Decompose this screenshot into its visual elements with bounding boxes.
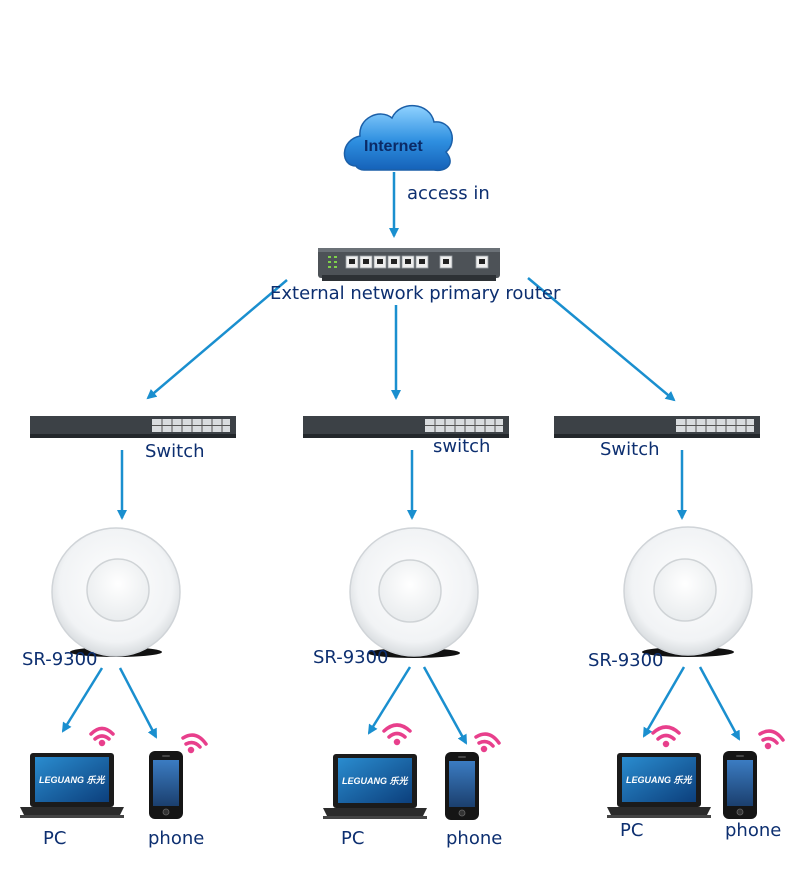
arrow-ap3-to-phone bbox=[698, 666, 741, 741]
pc-3-label: PC bbox=[620, 820, 644, 841]
pc-2-label: PC bbox=[341, 828, 365, 849]
ap-1-label: SR-9300 bbox=[22, 649, 98, 670]
wifi-icon bbox=[651, 725, 681, 748]
wifi-icon bbox=[89, 726, 115, 747]
laptop-1-icon bbox=[20, 753, 124, 818]
access-in-label: access in bbox=[407, 183, 490, 204]
arrow-router-to-switch-1 bbox=[146, 279, 288, 400]
arrow-ap2-to-pc bbox=[367, 666, 412, 735]
ap-2-label: SR-9300 bbox=[313, 647, 389, 668]
switch-2-label: switch bbox=[433, 436, 491, 457]
router-label: External network primary router bbox=[270, 283, 561, 304]
internet-label: Internet bbox=[364, 138, 423, 155]
switch-3-label: Switch bbox=[600, 439, 660, 460]
laptop-1-brand: LEGUANG 乐光 bbox=[39, 775, 105, 785]
laptop-2-brand: LEGUANG 乐光 bbox=[342, 776, 408, 786]
phone-1-icon bbox=[149, 751, 183, 819]
wifi-icon bbox=[474, 732, 501, 753]
arrow-ap2-to-phone bbox=[422, 666, 468, 745]
laptop-2-icon bbox=[323, 754, 427, 819]
router-icon bbox=[318, 248, 500, 281]
wifi-icon bbox=[181, 733, 208, 754]
switch-2-icon bbox=[303, 416, 509, 438]
wifi-icon bbox=[758, 729, 785, 750]
switch-3-icon bbox=[554, 416, 760, 438]
arrow-ap1-to-phone bbox=[118, 667, 158, 739]
phone-3-icon bbox=[723, 751, 757, 819]
arrow-ap1-to-pc bbox=[61, 667, 104, 733]
phone-2-label: phone bbox=[446, 828, 503, 849]
ap-3-label: SR-9300 bbox=[588, 650, 664, 671]
pc-1-label: PC bbox=[43, 828, 67, 849]
access-point-3-icon bbox=[623, 526, 753, 657]
internet-cloud-icon bbox=[343, 104, 453, 172]
phone-3-label: phone bbox=[725, 820, 782, 841]
laptop-3-brand: LEGUANG 乐光 bbox=[626, 775, 692, 785]
phone-2-icon bbox=[445, 752, 479, 820]
arrow-router-to-switch-3 bbox=[527, 277, 676, 402]
phone-1-label: phone bbox=[148, 828, 205, 849]
laptop-3-icon bbox=[607, 753, 711, 818]
access-point-2-icon bbox=[349, 527, 479, 658]
arrow-ap3-to-pc bbox=[642, 666, 686, 738]
switch-1-icon bbox=[30, 416, 236, 438]
switch-1-label: Switch bbox=[145, 441, 205, 462]
access-point-1-icon bbox=[51, 527, 181, 657]
wifi-icon bbox=[382, 723, 412, 746]
